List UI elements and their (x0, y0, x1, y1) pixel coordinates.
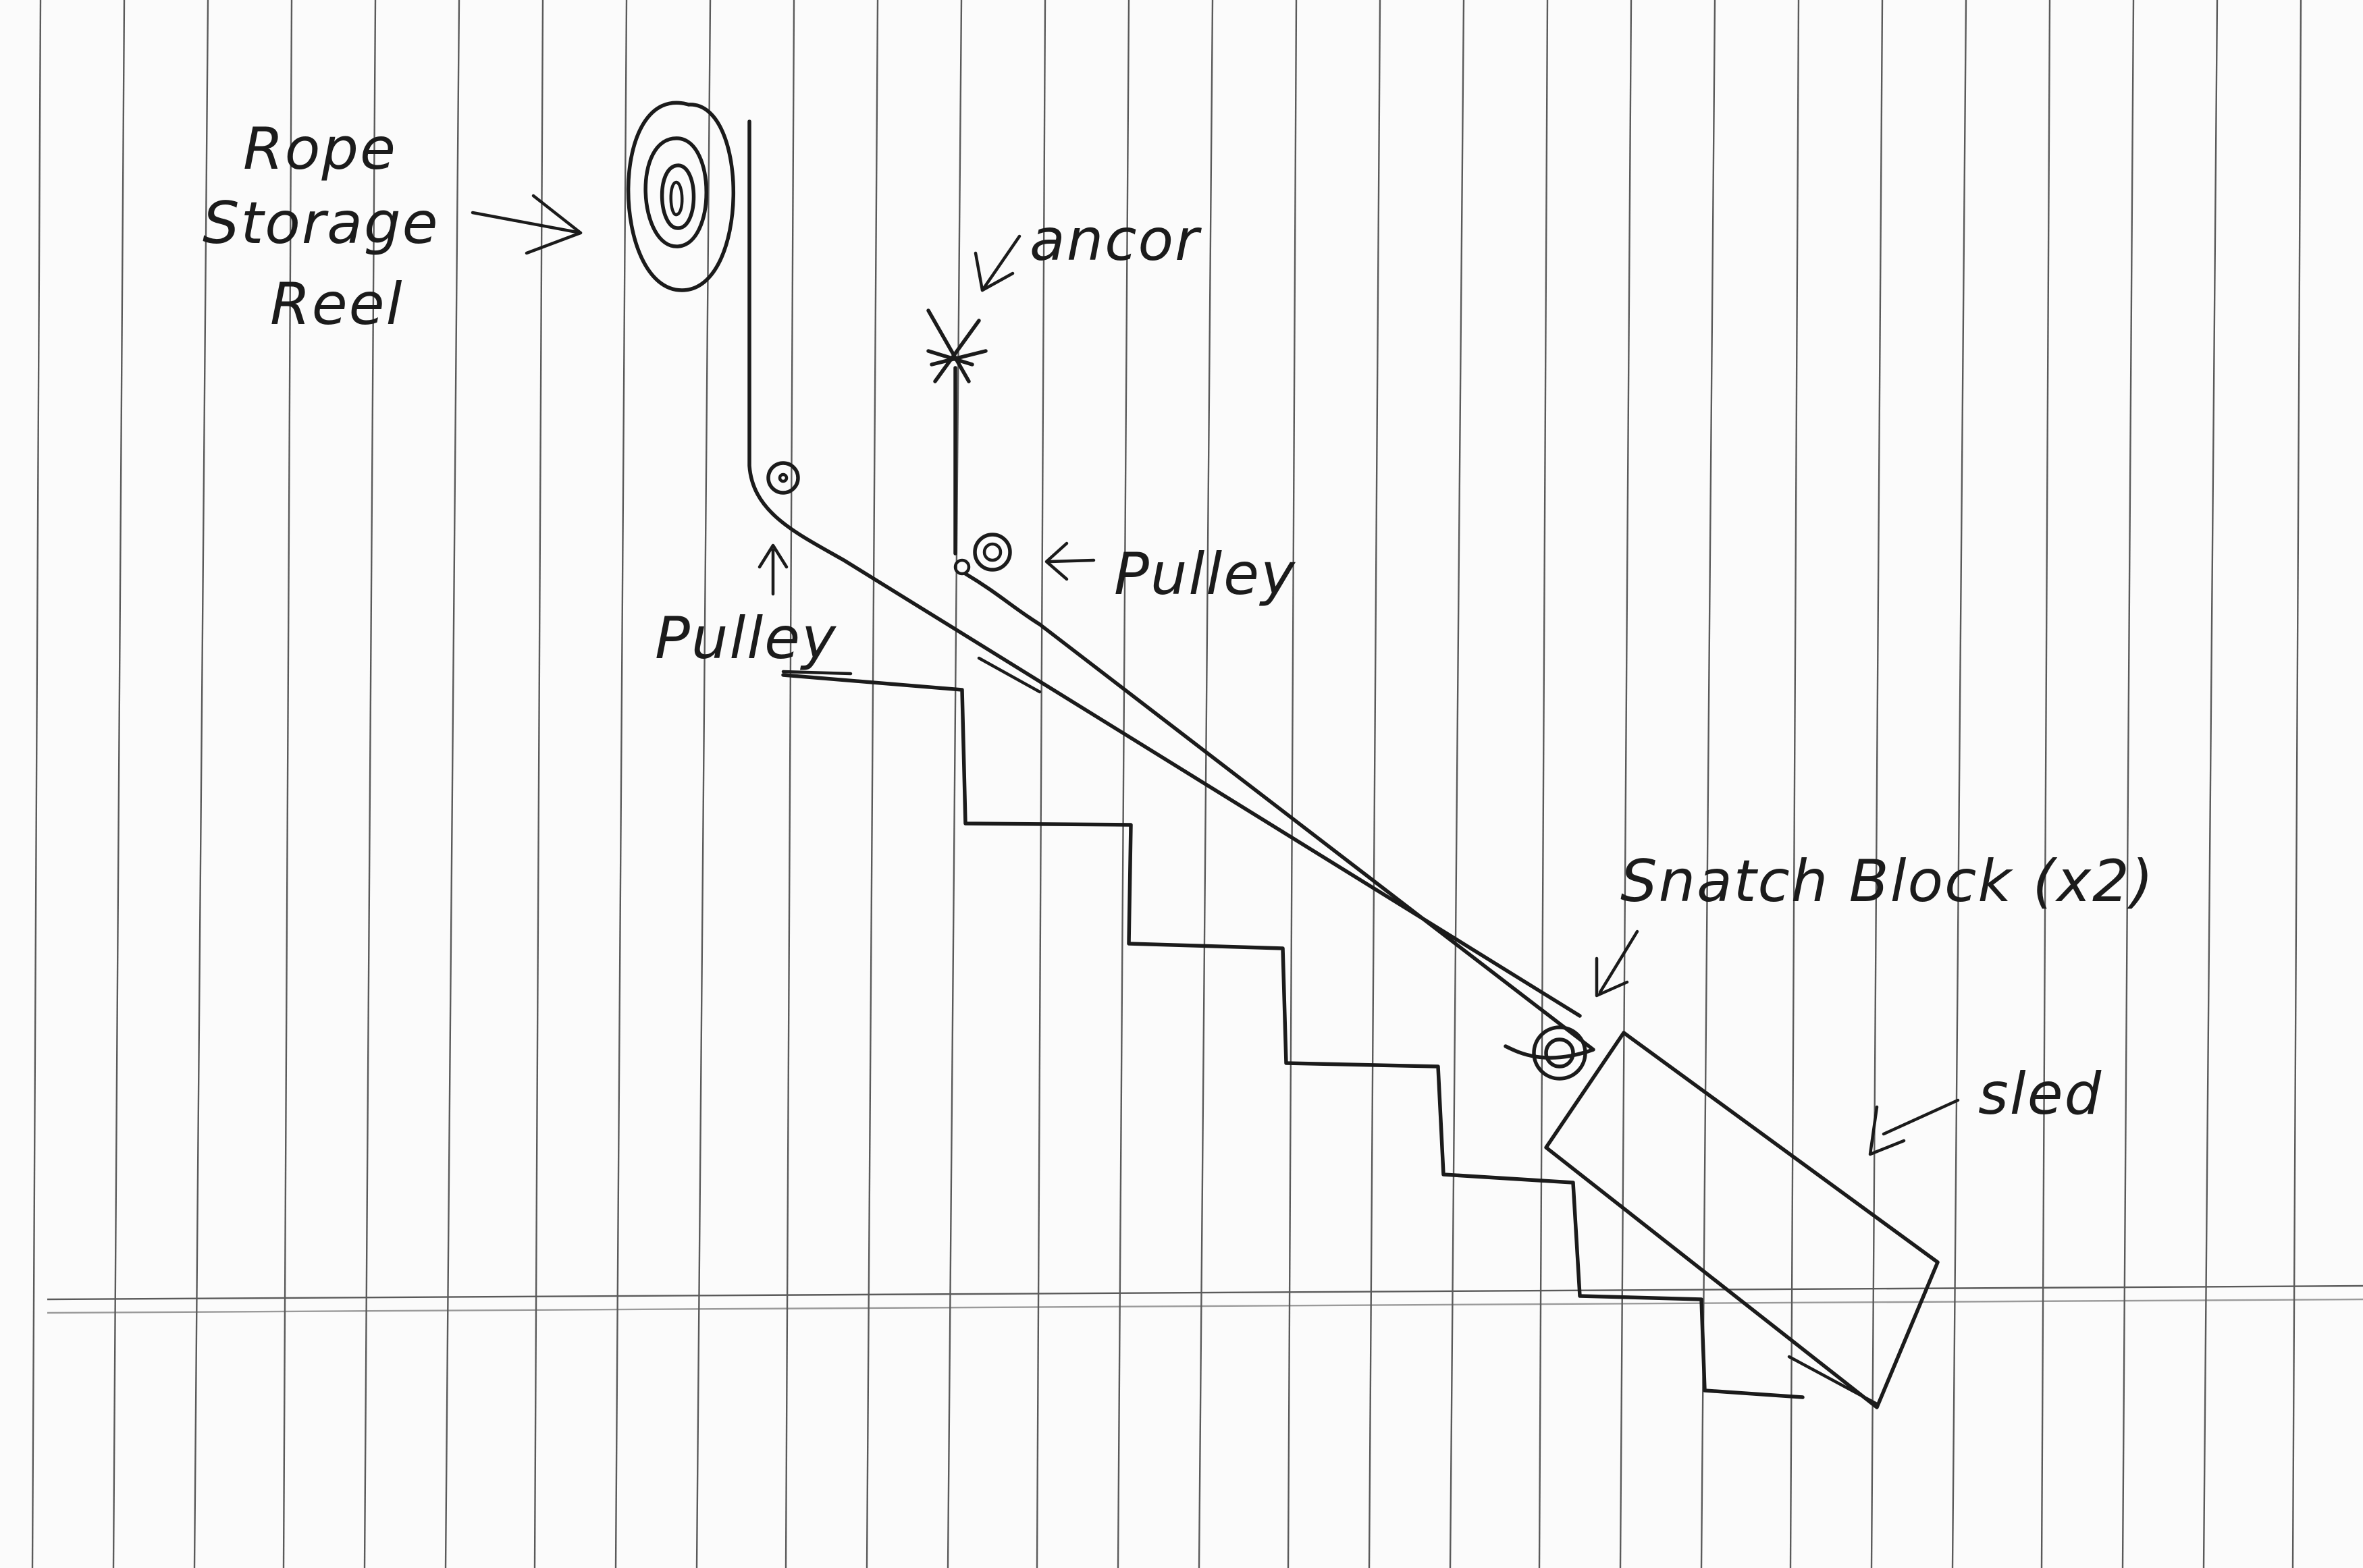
notebook-rule-line (785, 0, 795, 1568)
floor-line-shadow (47, 1298, 2363, 1314)
anchor-point (926, 308, 988, 556)
arrow-to-sled (1868, 1098, 1960, 1156)
notebook-rule-line (1870, 0, 1884, 1568)
pulley-right (953, 533, 1012, 576)
staircase-start-scribble (781, 670, 853, 676)
notebook-rule-line (193, 0, 209, 1568)
notebook-rule-line (1538, 0, 1549, 1568)
notebook-rule-line (2121, 0, 2135, 1568)
notebook-rule-line (1449, 0, 1465, 1568)
label-snatch-block: Snatch Block (x2) (1620, 848, 2154, 915)
label-pulley-right: Pulley (1114, 541, 1296, 608)
sled (1544, 1031, 1940, 1409)
notebook-rule-line (1700, 0, 1716, 1568)
rope-lower (963, 572, 1595, 1060)
notebook-rule-line (533, 0, 544, 1568)
arrow-to-snatch-block (1595, 929, 1639, 998)
label-reel-line1: Rope (243, 115, 397, 183)
notebook-rule-line (614, 0, 628, 1568)
notebook-rule-line (1368, 0, 1381, 1568)
notebook-rule-line (363, 0, 377, 1568)
sled-runner (1787, 1355, 1879, 1406)
staircase (781, 673, 1805, 1399)
label-reel-line2: Storage (203, 190, 439, 257)
notebook-rule-line (2040, 0, 2051, 1568)
notebook-rule-line (947, 0, 963, 1568)
notebook-rule-line (2291, 0, 2302, 1568)
arrow-to-pulley-right (1044, 541, 1096, 581)
notebook-rule-line (282, 0, 293, 1568)
notebook-rule-line (1287, 0, 1298, 1568)
label-reel-line3: Reel (270, 271, 403, 338)
notebook-rule-line (112, 0, 126, 1568)
notebook-rule-line (2202, 0, 2219, 1568)
notebook-rule-line (1619, 0, 1632, 1568)
snatch-block (1532, 1025, 1587, 1081)
rope-upper (747, 119, 1582, 1018)
notebook-rule-line (866, 0, 879, 1568)
pulley-left (766, 461, 800, 495)
rope-connector (977, 656, 1042, 694)
label-sled: sled (1978, 1060, 2102, 1128)
notebook-rule-line (1951, 0, 1967, 1568)
rope-storage-reel (626, 101, 735, 292)
notebook-rule-line (31, 0, 42, 1568)
label-pulley-left: Pulley (655, 605, 837, 672)
arrow-to-reel (471, 194, 583, 255)
notebook-rule-line (695, 0, 712, 1568)
notebook-rule-line (1789, 0, 1800, 1568)
arrow-to-anchor (974, 234, 1021, 292)
floor-line (47, 1285, 2363, 1301)
notebook-rule-line (444, 0, 460, 1568)
arrow-to-pulley-left (758, 543, 789, 596)
label-anchor: ancor (1030, 207, 1202, 274)
